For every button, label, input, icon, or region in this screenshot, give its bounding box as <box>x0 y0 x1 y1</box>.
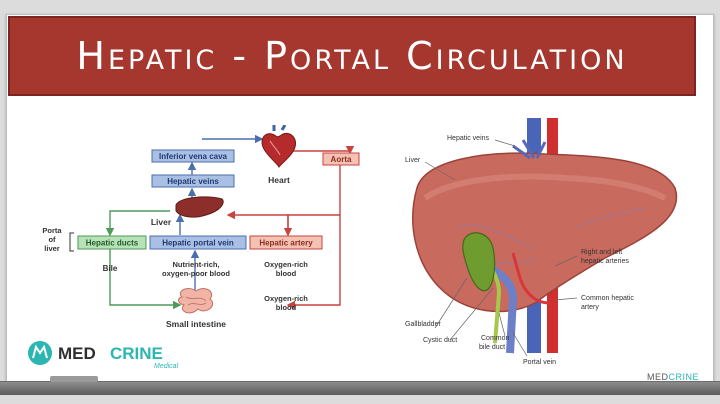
anatomy-arteries-label-2: hepatic arteries <box>581 258 629 265</box>
small-intestine-label: Small intestine <box>166 319 226 329</box>
porta-label-3: liver <box>44 244 60 253</box>
anatomy-hepatic-veins-label: Hepatic veins <box>447 135 490 142</box>
liver-icon <box>176 197 223 217</box>
logo-brand-b: CRINE <box>110 344 163 363</box>
liver-anatomy-illustration: Hepatic veins Liver Right and left hepat… <box>395 118 710 368</box>
anatomy-common-artery-label-2: artery <box>581 304 599 311</box>
oxygen-rich-2-line-1: Oxygen-rich <box>264 294 308 303</box>
nutrient-label-1: Nutrient-rich, <box>172 260 219 269</box>
hepatic-ducts-label: Hepatic ducts <box>86 239 139 248</box>
anatomy-gallbladder-label: Gallbladder <box>405 321 441 328</box>
medcrine-logo[interactable]: MED CRINE Medical <box>26 338 196 370</box>
heart-icon <box>262 125 296 167</box>
bile-label: Bile <box>103 264 118 273</box>
anatomy-arteries-label-1: Right and left <box>581 249 622 256</box>
hepatic-portal-vein-label: Hepatic portal vein <box>162 239 234 248</box>
aorta-to-hepatic-artery-arrow <box>288 215 340 235</box>
anatomy-common-artery-label-1: Common hepatic <box>581 295 634 302</box>
anatomy-portal-vein-label: Portal vein <box>523 359 556 366</box>
flow-arrows <box>70 139 350 305</box>
anatomy-bile-duct-label-1: Common <box>481 335 510 342</box>
title-banner: Hepatic - Portal Circulation <box>8 16 696 96</box>
hepatic-artery-label: Hepatic artery <box>259 239 313 248</box>
ivc-label: Inferior vena cava <box>159 152 228 161</box>
small-intestine-icon <box>179 289 213 313</box>
whiteboard-tray <box>0 381 720 395</box>
logo-tagline: Medical <box>154 363 179 370</box>
anatomy-liver-label: Liver <box>405 157 421 164</box>
logo-brand-a: MED <box>58 344 96 363</box>
nutrient-label-2: oxygen-poor blood <box>162 269 230 278</box>
aorta-to-intestine-arrow <box>288 165 340 305</box>
anatomy-cystic-duct-label: Cystic duct <box>423 337 457 344</box>
porta-label-1: Porta <box>42 226 62 235</box>
ha-to-liver-arrow <box>228 215 288 235</box>
marker-icon[interactable] <box>50 376 98 382</box>
hepatic-veins-label: Hepatic veins <box>167 177 219 186</box>
aorta-label: Aorta <box>331 155 352 164</box>
oxygen-rich-2-line-2: blood <box>276 303 297 312</box>
porta-label-2: of <box>48 235 56 244</box>
portal-flow-diagram: Heart Aorta Inferior vena cava Hepatic v… <box>30 125 375 335</box>
heart-label: Heart <box>268 175 290 185</box>
page-title: Hepatic - Portal Circulation <box>76 34 627 78</box>
liver-label: Liver <box>151 217 172 227</box>
oxygen-rich-1-line-2: blood <box>276 269 297 278</box>
anatomy-bile-duct-label-2: bile duct <box>479 344 505 351</box>
oxygen-rich-1-line-1: Oxygen-rich <box>264 260 308 269</box>
